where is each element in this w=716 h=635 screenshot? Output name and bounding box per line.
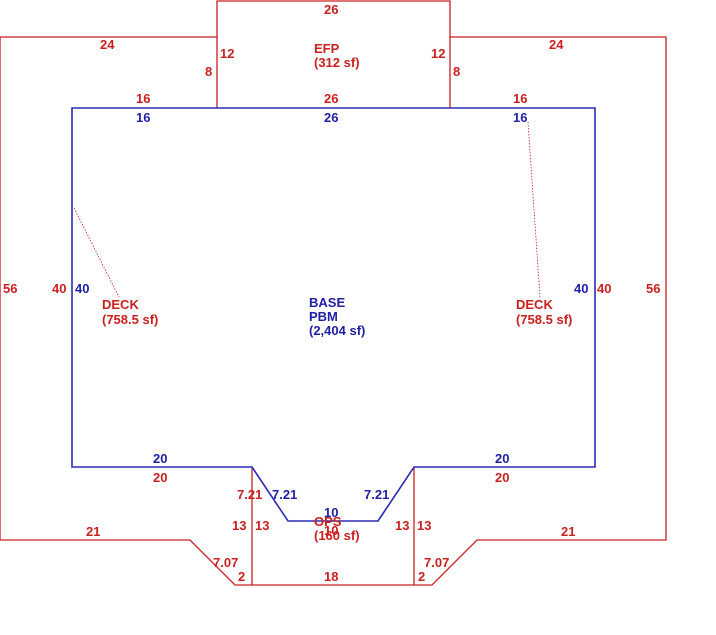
dim-base-left: 40 [75, 281, 89, 296]
dim-deck-small-left: 2 [238, 569, 245, 584]
dim-base-diag-left: 7.21 [272, 487, 297, 502]
dim-efp-base-shared: 26 [324, 91, 338, 106]
dim-base-bottom-right: 20 [495, 451, 509, 466]
red-outlines [0, 0, 667, 586]
dim-deck-diag-left: 7.07 [213, 555, 238, 570]
deck-left-area: (758.5 sf) [102, 312, 158, 327]
dim-ops-side-left: 13 [232, 518, 246, 533]
dim-ops-side-right: 13 [417, 518, 431, 533]
dim-base-diag-right: 7.21 [364, 487, 389, 502]
deck-right-label: DECK [516, 297, 553, 312]
dim-base-bottom-left: 20 [153, 451, 167, 466]
dim-deck-top-seg-left: 16 [136, 91, 150, 106]
base-outline [71, 107, 596, 522]
dim-deck-bottom-left: 20 [153, 470, 167, 485]
dim-base-bottom-mid: 10 [324, 505, 338, 520]
dim-ops-diag-left: 7.21 [237, 487, 262, 502]
dim-efp-top: 26 [324, 2, 338, 17]
dim-ops-top: 10 [324, 523, 338, 538]
dim-base-side-right: 13 [395, 518, 409, 533]
dim-base-top-left: 16 [136, 110, 150, 125]
efp-label: EFP [314, 41, 340, 56]
dim-deck-bottom-right: 20 [495, 470, 509, 485]
dim-efp-right-drop: 8 [453, 64, 460, 79]
dim-base-top-right: 16 [513, 110, 527, 125]
dim-base-right: 40 [574, 281, 588, 296]
efp-outline [216, 0, 451, 108]
dim-deck-outer-left: 56 [3, 281, 17, 296]
dim-efp-right-side: 12 [431, 46, 445, 61]
dim-efp-left-drop: 8 [205, 64, 212, 79]
deck-right-area: (758.5 sf) [516, 312, 572, 327]
dim-deck-inner-left: 40 [52, 281, 66, 296]
dim-base-side-left: 13 [255, 518, 269, 533]
deck-right-leader [527, 121, 541, 298]
dim-efp-left-side: 12 [220, 46, 234, 61]
dim-base-top-mid: 26 [324, 110, 338, 125]
base-sublabel: PBM [309, 309, 338, 324]
dim-deck-outer-right: 56 [646, 281, 660, 296]
dim-deck-low-right: 21 [561, 524, 575, 539]
dim-ops-bottom: 18 [324, 569, 338, 584]
base-label: BASE [309, 295, 345, 310]
dim-deck-small-right: 2 [418, 569, 425, 584]
dim-deck-low-left: 21 [86, 524, 100, 539]
dimension-labels: 26 12 12 8 8 26 24 24 16 16 16 26 16 56 … [3, 2, 660, 584]
area-labels: EFP (312 sf) BASE PBM (2,404 sf) DECK (7… [102, 41, 572, 543]
ops-label: OPS [314, 514, 342, 529]
deck-left-label: DECK [102, 297, 139, 312]
dim-deck-top-seg-right: 16 [513, 91, 527, 106]
dim-deck-top-left: 24 [100, 37, 115, 52]
ops-area: (160 sf) [314, 528, 360, 543]
dim-deck-diag-right: 7.07 [424, 555, 449, 570]
dim-deck-top-right: 24 [549, 37, 564, 52]
efp-area: (312 sf) [314, 55, 360, 70]
base-area: (2,404 sf) [309, 323, 365, 338]
dim-deck-inner-right: 40 [597, 281, 611, 296]
